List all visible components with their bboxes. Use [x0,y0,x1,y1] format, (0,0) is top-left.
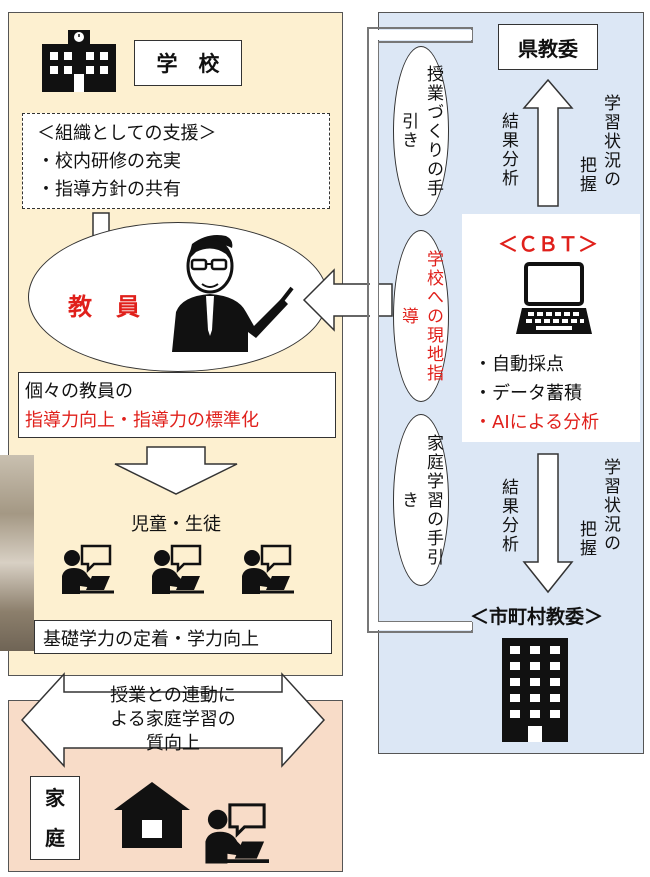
support-item: ・指導方針の共有 [37,179,181,200]
grasp-status-lower-a: 学習状況の [600,458,620,553]
school-visit-ellipse: 学校への現地指導 [393,230,449,402]
home-link-line: よる家庭学習の [110,709,236,730]
prefectural-board: 県教委 [518,36,578,61]
grasp-status-upper-a: 学習状況の [600,94,620,189]
support-box: ＜組織としての支援＞ ・校内研修の充実 ・指導方針の共有 [22,113,330,209]
home-title-char: 家 [45,786,65,810]
down-arrow-icon [522,453,574,594]
home-link-line: 質向上 [146,733,200,754]
support-title: ＜組織としての支援＞ [37,123,217,144]
support-item: ・校内研修の充実 [37,151,181,172]
municipal-board: ＜市町村教委＞ [470,606,604,628]
cbt-item: ・自動採点 [474,354,564,375]
lesson-guide: 授業づくりの手引き [398,64,443,198]
student-laptop-icon [152,544,204,594]
result-analysis-lower: 結果分析 [498,478,518,554]
double-arrow-icon [20,672,326,768]
grasp-status-lower-b: 把握 [576,520,596,558]
cbt-item: ・AIによる分析 [474,412,600,433]
teacher-label: 教 員 [68,293,140,321]
teacher-pointer-icon [172,235,294,352]
home-guide-ellipse: 家庭学習の手引き [393,414,449,586]
home-link-line: 授業との連動に [110,685,236,706]
up-arrow-icon [522,78,574,207]
student-laptop-icon [242,544,294,594]
teacher-result-line2: 指導力向上・指導力の標準化 [25,410,259,431]
home-title-char: 庭 [45,826,65,850]
office-building-icon [502,638,568,742]
school-title: 学 校 [156,52,220,76]
bracket-fill [370,30,378,630]
student-result-box: 基礎学力の定着・学力向上 [34,620,332,654]
grasp-status-upper-b: 把握 [576,156,596,194]
cbt-item: ・データ蓄積 [474,383,582,404]
cbt-items: ・自動採点 ・データ蓄積 ・AIによる分析 [474,350,599,437]
result-analysis-upper: 結果分析 [498,112,518,188]
lesson-guide-ellipse: 授業づくりの手引き [393,46,449,216]
home-link-text: 授業との連動に よる家庭学習の 質向上 [70,684,276,756]
cbt-title: ＜ＣＢＴ＞ [498,232,598,256]
home-guide: 家庭学習の手引き [398,433,443,567]
bracket-fill [370,30,472,40]
student-result: 基礎学力の定着・学力向上 [43,629,259,650]
student-laptop-icon [62,544,114,594]
school-visit-guide: 学校への現地指導 [398,249,443,383]
big-down-arrow-icon [114,446,238,495]
school-building-icon [42,30,116,92]
teacher-result-box: 個々の教員の 指導力向上・指導力の標準化 [18,372,336,438]
house-icon [114,782,190,848]
school-title-box: 学 校 [134,40,242,86]
teacher-result-line1: 個々の教員の [25,381,133,402]
classroom-photo [0,455,34,651]
home-title-box: 家 庭 [30,776,80,860]
prefectural-board-box: 県教委 [498,24,598,70]
student-laptop-icon [205,803,269,864]
students-label: 児童・生徒 [131,514,221,535]
bracket-fill [370,622,472,630]
laptop-icon [516,262,592,334]
